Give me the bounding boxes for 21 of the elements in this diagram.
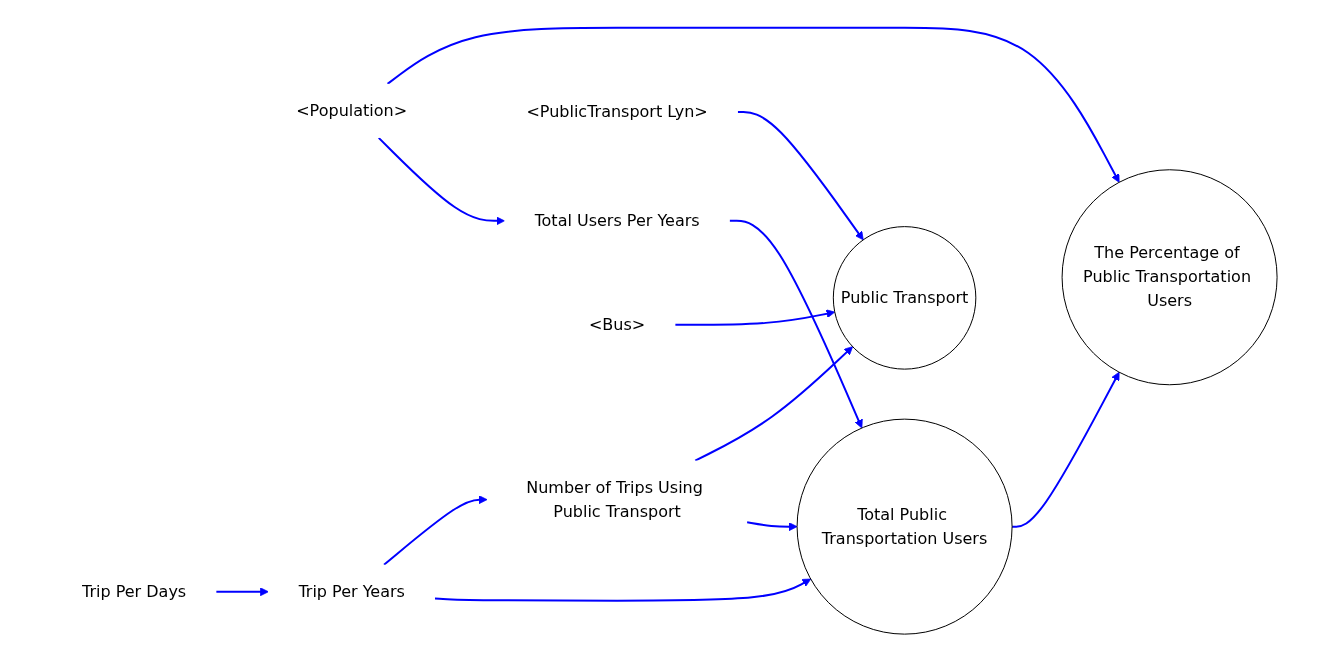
arrow: [387, 26, 1120, 183]
node-circle: Total Public Transportation Users: [797, 418, 1014, 635]
node-text: <Bus>: [589, 314, 646, 334]
node-text: <PublicTransport Lyn>: [526, 102, 709, 121]
node-text: Trip Per Days: [82, 581, 187, 601]
node-text: Trip Per Years: [298, 581, 406, 601]
node-circle: Public Transport: [833, 226, 977, 370]
node-text: Number of Trips Using Public Transport: [526, 477, 704, 521]
arrow: [383, 495, 488, 566]
arrow: [434, 578, 812, 602]
arrow: [729, 219, 864, 429]
node-text: Total Users Per Years: [534, 210, 701, 230]
node-circle: The Percentage of Public Transportation Users: [1062, 169, 1279, 386]
arrow: [694, 346, 854, 462]
node-text: <Population>: [296, 100, 408, 120]
arrow: [674, 309, 836, 326]
arrow: [215, 587, 270, 597]
arrow: [378, 136, 506, 226]
arrow: [737, 111, 865, 241]
arrow: [1011, 371, 1120, 528]
arrow: [746, 521, 798, 532]
